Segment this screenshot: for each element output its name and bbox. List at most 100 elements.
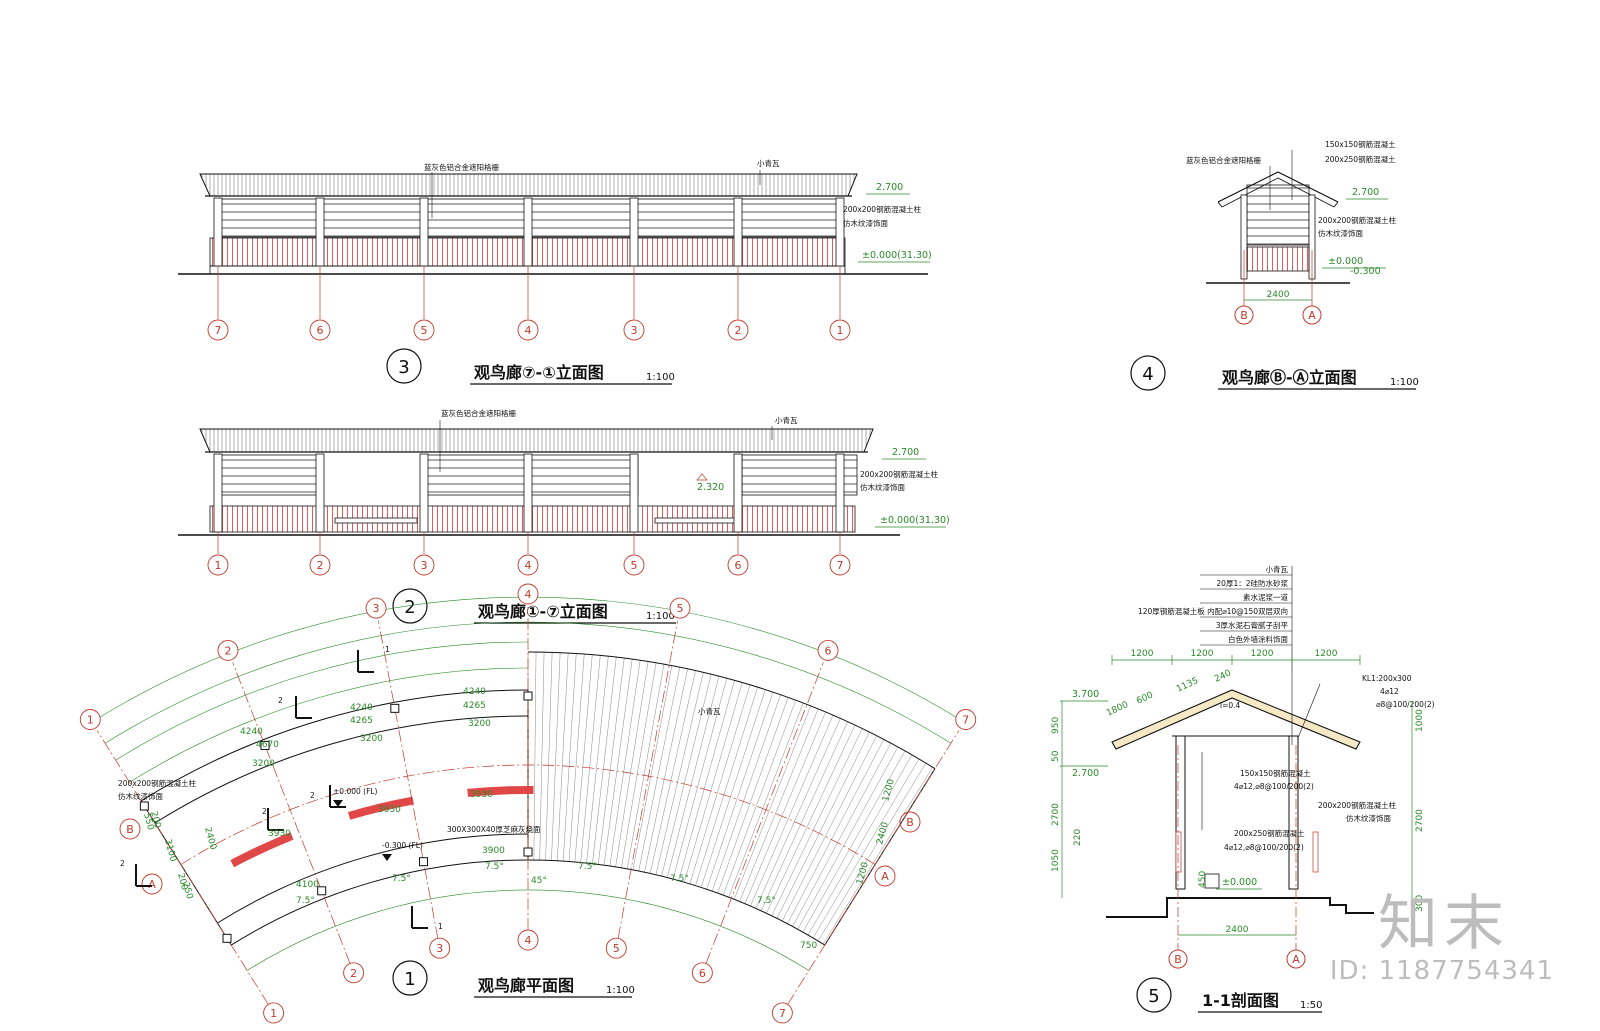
dim-slope: 1800 — [1105, 700, 1130, 719]
dim-left: 200 — [175, 872, 189, 891]
grid-label: 7 — [837, 559, 844, 572]
elev-2320: 2.320 — [697, 482, 724, 493]
column — [523, 453, 533, 533]
grid-bubble — [623, 319, 645, 341]
note-col150: 150x150钢筋混凝土 — [1240, 768, 1311, 778]
dim-left: 2700 — [1051, 803, 1061, 826]
note-column: 200x200钢筋混凝土柱 — [860, 469, 939, 479]
section-mark: 2 — [310, 791, 315, 800]
note-slope: i=0.4 — [1220, 701, 1241, 710]
dim-top: 1200 — [1131, 649, 1154, 659]
dim-top: 1200 — [1191, 649, 1214, 659]
grid-bubble — [517, 319, 539, 341]
dim-left: 1050 — [1051, 849, 1061, 872]
section-mark: 2 — [262, 807, 267, 816]
dim-r3: 3200 — [468, 719, 491, 729]
dim-top: 1200 — [1315, 649, 1338, 659]
grid-bubble — [727, 554, 749, 576]
note-louver: 蓝灰色铝合金遮阳格栅 — [1186, 155, 1261, 165]
grid-A: A — [1308, 309, 1316, 322]
elev-000: ±0.000(31.30) — [880, 515, 950, 526]
elevation-7-1: 蓝灰色铝合金遮阳格栅 小青瓦 200x200钢筋混凝土柱 仿木纹漆饰面 2.70… — [178, 158, 932, 385]
grid-bubble — [309, 554, 331, 576]
note-column: 200x200钢筋混凝土柱 — [1318, 800, 1397, 810]
note-finish: 仿木纹漆饰面 — [1346, 813, 1391, 823]
louver-screen-left — [215, 454, 320, 496]
dim-left: 2400 — [202, 826, 218, 851]
view-scale: 1:100 — [646, 611, 675, 622]
view-title: 观鸟廊①-⑦立面图 — [478, 602, 608, 621]
dim-angle: 7.5° — [485, 862, 504, 872]
plan-fl-m300: -0.300 (FL) — [382, 841, 423, 850]
grid-bubble — [899, 811, 921, 833]
dim-r4: 3930 — [378, 805, 401, 815]
dim-angle: 7.5° — [578, 862, 597, 872]
note-column: 200x200钢筋混凝土柱 — [118, 778, 197, 788]
dim-4100: 4100 — [296, 880, 319, 890]
grid-bubble — [829, 319, 851, 341]
dim-r1: 4240 — [240, 727, 263, 737]
note-c150-r1: 4⌀12,⌀8@100/200(2) — [1234, 782, 1314, 791]
dim-450: 450 — [1198, 871, 1208, 888]
note-kl-r2: ⌀8@100/200(2) — [1376, 700, 1435, 709]
grid-bubble — [517, 929, 539, 951]
grid-label: 1 — [270, 1007, 277, 1020]
dim-angle: 45° — [531, 876, 547, 886]
note-finish: 仿木纹漆饰面 — [860, 482, 905, 492]
view-title: 观鸟廊⑦-①立面图 — [474, 363, 604, 382]
dim-r1: 4240 — [350, 703, 373, 713]
watermark-logo: 知末 — [1378, 889, 1510, 959]
dim-slope: 1135 — [1175, 676, 1200, 695]
elev-m300: -0.300 — [1350, 266, 1381, 277]
grid-label: 5 — [631, 559, 638, 572]
layer-note: 20厚1：2硅防水砂浆 — [1216, 578, 1288, 588]
dim-right: 2400 — [875, 821, 891, 846]
grid-bubble — [517, 583, 539, 605]
note-tile: 小青瓦 — [757, 158, 780, 168]
column — [523, 197, 533, 267]
column — [629, 197, 639, 267]
elev-000: ±0.000 — [1222, 877, 1257, 888]
note-finish: 仿木纹漆饰面 — [118, 791, 163, 801]
grid-bubble — [141, 873, 163, 895]
grid-bubble — [343, 962, 365, 984]
grid-label: 7 — [779, 1007, 786, 1020]
plan-fl0: ±0.000 (FL) — [333, 787, 378, 796]
dim-angle: 7.5° — [296, 896, 315, 906]
view-number: 2 — [404, 597, 415, 618]
note-tile: 小青瓦 — [775, 415, 798, 425]
elevation-B-A: 蓝灰色铝合金遮阳格栅 150x150钢筋混凝土 200x250钢筋混凝土 200… — [1130, 139, 1419, 391]
grid-label: 3 — [373, 602, 380, 615]
grid-bubble — [691, 962, 713, 984]
grid-bubble — [413, 554, 435, 576]
grid-label: 6 — [699, 967, 706, 980]
section-mark: 2 — [120, 859, 125, 868]
elev-2700: 2.700 — [1072, 768, 1099, 779]
dim-right: 1200 — [855, 861, 871, 886]
note-paving: 300X300X40厚芝麻灰烧面 — [447, 824, 541, 834]
note-louver: 蓝灰色铝合金遮阳格栅 — [441, 408, 516, 418]
grid-label: 2 — [735, 324, 742, 337]
dim-r1: 4240 — [463, 687, 486, 697]
elevation-1-7: 蓝灰色铝合金遮阳格栅 小青瓦 200x200钢筋混凝土柱 仿木纹漆饰面 2.70… — [178, 408, 950, 624]
grid-label: 4 — [525, 588, 532, 601]
dim-angle: 7.5° — [670, 874, 689, 884]
dim-angle: 7.5° — [757, 896, 776, 906]
dim-right: 300 — [1415, 895, 1425, 912]
grid-label: 3 — [436, 942, 443, 955]
section-mark: 2 — [278, 696, 283, 705]
dim-left: 220 — [1073, 829, 1083, 846]
note-col150: 150x150钢筋混凝土 — [1325, 139, 1396, 149]
grid-label: B — [906, 816, 914, 829]
grid-bubble — [771, 1002, 793, 1024]
note-beam: 200x250钢筋混凝土 — [1234, 828, 1305, 838]
grid-bubble — [669, 597, 691, 619]
dim-r2: 4670 — [256, 740, 279, 750]
grid-bubble — [727, 319, 749, 341]
view-scale: 1:100 — [646, 372, 675, 383]
grid-bubble — [817, 639, 839, 661]
grid-bubble — [119, 818, 141, 840]
grid-label: 5 — [676, 602, 683, 615]
elev-3700: 3.700 — [1072, 689, 1099, 700]
grid-label: 3 — [631, 324, 638, 337]
